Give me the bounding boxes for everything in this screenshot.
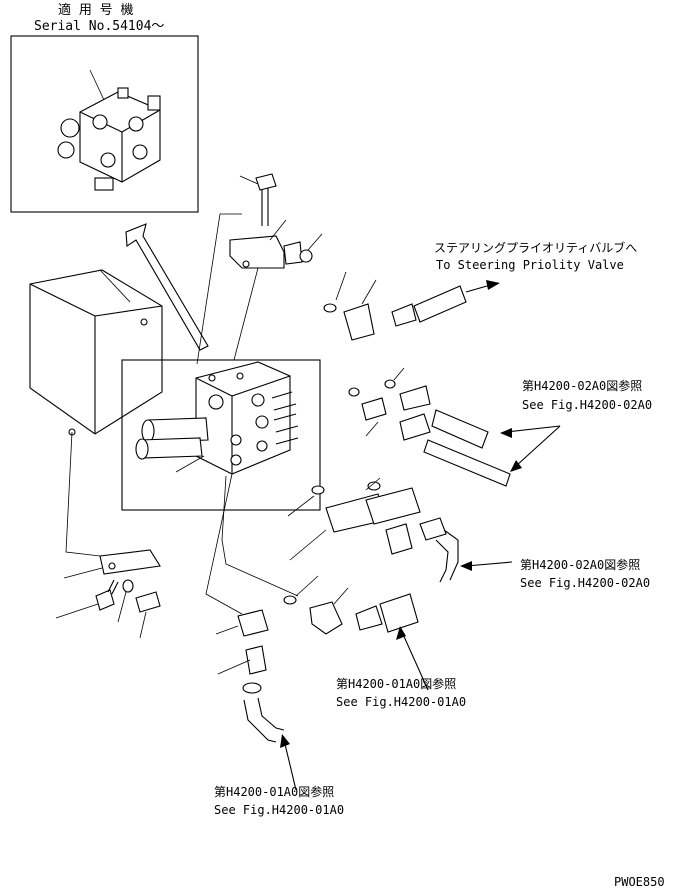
upper-bracket bbox=[229, 219, 287, 361]
lower-bolts bbox=[55, 579, 161, 639]
upper-fittings bbox=[348, 367, 511, 487]
ref-02a0-upper-jp: 第H4200-02A0図参照 bbox=[522, 378, 642, 393]
inset-thumbnail bbox=[10, 35, 199, 213]
serial-number: Serial No.54104～ bbox=[34, 19, 164, 34]
steering-label-en: To Steering Priolity Valve bbox=[436, 258, 624, 272]
bottom-elbow-hose bbox=[215, 609, 285, 743]
steering-line-parts bbox=[323, 271, 500, 341]
cover-plate bbox=[29, 269, 163, 436]
ref-02a0-upper-en: See Fig.H4200-02A0 bbox=[522, 398, 652, 412]
ref-01a0-bottom-jp: 第H4200-01A0図参照 bbox=[214, 784, 334, 799]
drawing-code: PWOE850 bbox=[614, 875, 665, 889]
lower-fittings bbox=[287, 477, 459, 583]
ref-01a0-mid-en: See Fig.H4200-01A0 bbox=[336, 695, 466, 709]
main-valve-block bbox=[135, 361, 299, 475]
ref-01a0-mid-jp: 第H4200-01A0図参照 bbox=[336, 676, 456, 691]
lower-bracket bbox=[63, 549, 161, 579]
valve-thumbnail-icon bbox=[57, 87, 161, 191]
ref-02a0-lower-en: See Fig.H4200-02A0 bbox=[520, 576, 650, 590]
applicability-label: 適 用 号 機 bbox=[58, 2, 133, 18]
ref-01a0-bottom-en: See Fig.H4200-01A0 bbox=[214, 803, 344, 817]
direction-arrow bbox=[125, 223, 209, 351]
steering-label-jp: ステアリングプライオリティバルブへ bbox=[434, 240, 637, 255]
upper-bolt bbox=[239, 173, 277, 226]
ref-02a0-lower-jp: 第H4200-02A0図参照 bbox=[520, 557, 640, 572]
mid-fittings bbox=[283, 575, 419, 635]
bracket-bolt bbox=[283, 233, 323, 265]
